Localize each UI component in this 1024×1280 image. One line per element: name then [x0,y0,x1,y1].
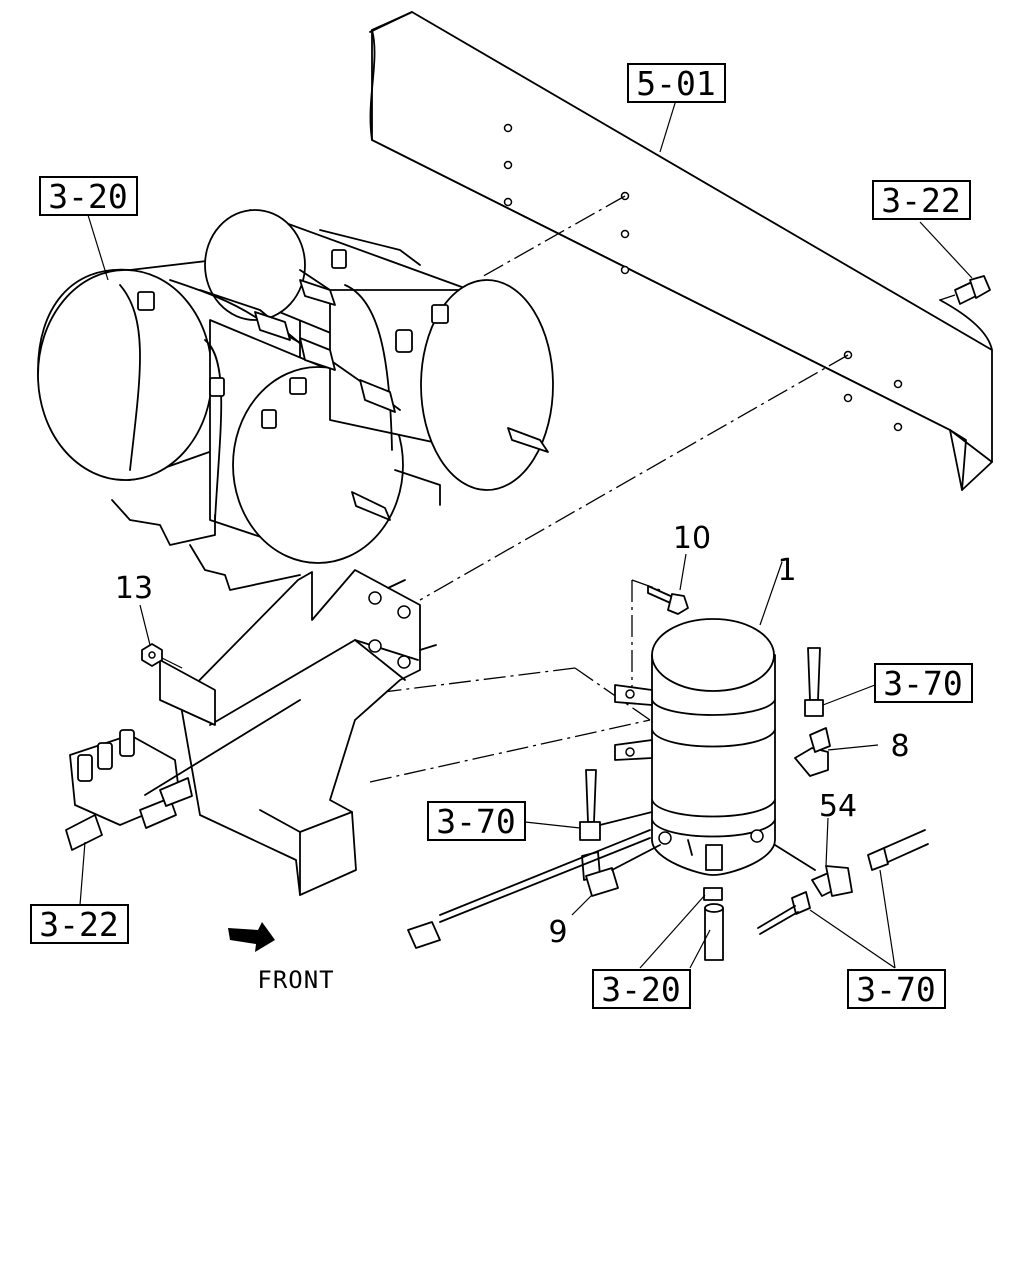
part-number-elbow-left: 9 [548,915,567,950]
label-frame: 5-01 [627,63,726,103]
label-tanks-text: 3-20 [48,177,127,216]
label-pipe-right-text: 3-70 [883,664,962,703]
label-tanks: 3-20 [39,176,138,216]
label-bolt-top-right-text: 3-22 [881,181,960,220]
label-bolt-top-right: 3-22 [872,180,971,220]
bolt-10 [647,585,689,615]
elbow-8 [794,727,879,777]
label-bracket-left-text: 3-22 [39,905,118,944]
bolt-top-right [939,275,991,305]
air-dryer [614,618,776,876]
hose-bottom [639,887,724,969]
label-bracket-left: 3-22 [30,904,129,944]
pipes-bottom-right [757,829,929,969]
pipe-left [524,769,653,841]
leader-lines [79,99,973,906]
nut-13 [141,643,183,669]
air-tanks [37,209,554,591]
part-number-dryer: 1 [777,553,796,588]
front-label: FRONT [257,966,334,994]
part-number-elbow-right: 8 [890,729,909,764]
pipe-right [804,647,876,717]
part-number-nut: 13 [115,571,153,606]
label-pipe-right: 3-70 [874,663,973,703]
label-pipes-bottom-right-text: 3-70 [856,970,935,1009]
part-number-bolt: 10 [673,521,711,556]
label-pipes-bottom-right: 3-70 [847,969,946,1009]
label-pipe-left-text: 3-70 [436,802,515,841]
tee-54 [774,817,853,897]
label-frame-text: 5-01 [636,64,715,103]
wire-connector [407,829,651,949]
bracket-assembly [65,569,437,896]
front-arrow-icon [228,922,275,952]
frame-rail [369,11,993,491]
label-pipe-left: 3-70 [427,801,526,841]
label-hose-bottom: 3-20 [592,969,691,1009]
label-hose-bottom-text: 3-20 [601,970,680,1009]
part-number-tee: 54 [819,789,857,824]
